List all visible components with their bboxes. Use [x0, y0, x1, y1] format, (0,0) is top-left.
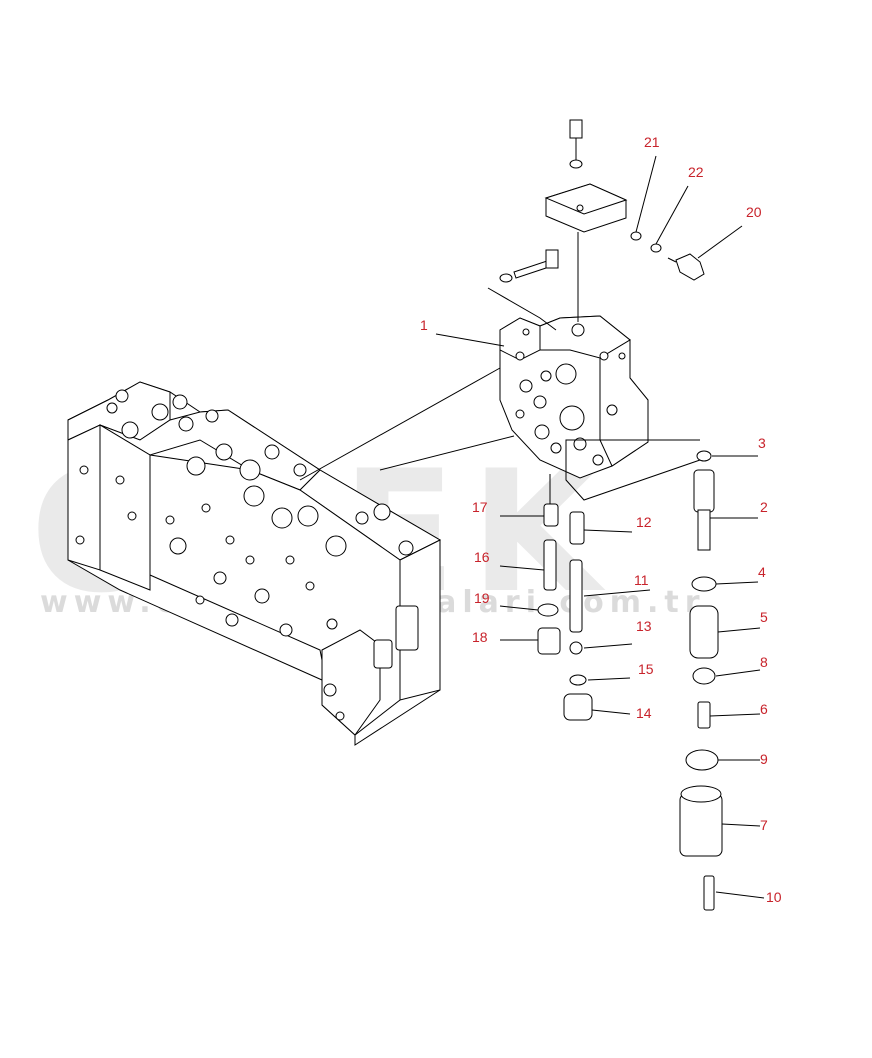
callout-leader-16	[499, 565, 545, 571]
callout-label-18: 18	[472, 629, 488, 645]
callout-leader-11	[583, 589, 651, 597]
callout-label-13: 13	[636, 618, 652, 634]
callout-leader-10	[715, 891, 765, 899]
callout-leader-19	[499, 605, 539, 611]
callout-label-6: 6	[760, 701, 768, 717]
callout-label-14: 14	[636, 705, 652, 721]
callout-label-22: 22	[688, 164, 704, 180]
callout-leader-4	[715, 581, 759, 585]
cover-plate	[544, 119, 662, 322]
callout-label-20: 20	[746, 204, 762, 220]
callout-label-12: 12	[636, 514, 652, 530]
callout-label-7: 7	[760, 817, 768, 833]
callout-leader-13	[583, 643, 633, 649]
callout-label-8: 8	[760, 654, 768, 670]
valve-block-ports	[75, 389, 419, 721]
spool-assembly	[565, 439, 723, 911]
callout-label-11: 11	[634, 572, 649, 588]
callout-leader-15	[587, 677, 631, 681]
callout-leader-6	[709, 713, 761, 717]
callout-label-16: 16	[474, 549, 490, 565]
callout-label-15: 15	[638, 661, 654, 677]
callout-label-9: 9	[760, 751, 768, 767]
pressure-fitting	[667, 253, 705, 281]
callout-label-10: 10	[766, 889, 782, 905]
callout-label-17: 17	[472, 499, 488, 515]
callout-label-19: 19	[474, 590, 490, 606]
callout-leader-12	[583, 529, 633, 533]
check-valve-parts	[537, 474, 593, 721]
callout-leader-21	[635, 155, 657, 233]
callout-leader-20	[697, 225, 743, 259]
callout-label-2: 2	[760, 499, 768, 515]
callout-label-1: 1	[420, 317, 428, 333]
section-valve-body	[499, 315, 649, 479]
callout-leader-7	[721, 823, 761, 827]
callout-leader-22	[655, 185, 689, 245]
callout-leader-5	[717, 627, 761, 633]
main-valve-block	[67, 381, 442, 746]
mounting-bolt	[487, 249, 559, 331]
callout-leader-8	[715, 669, 761, 677]
callout-leader-14	[591, 709, 631, 715]
callout-label-3: 3	[758, 435, 766, 451]
callout-label-5: 5	[760, 609, 768, 625]
callout-label-4: 4	[758, 564, 766, 580]
callout-label-21: 21	[644, 134, 660, 150]
callout-leader-1	[435, 333, 505, 347]
